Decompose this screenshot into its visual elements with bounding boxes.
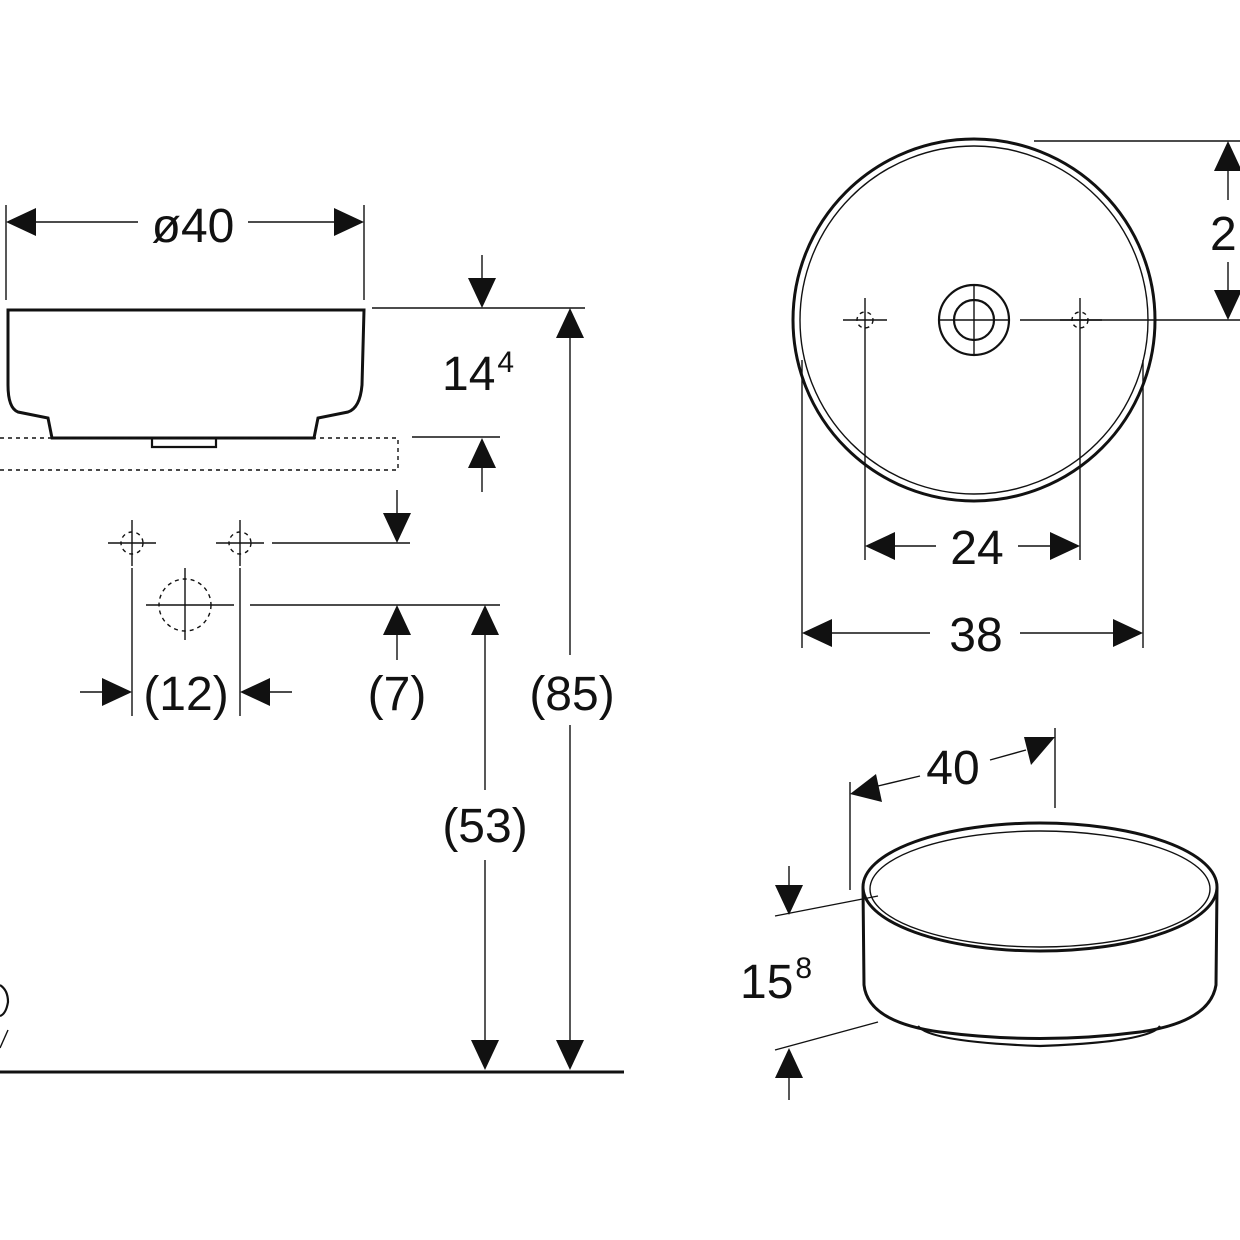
dim-tap-spacing: (12) (80, 568, 292, 721)
tap-offset-label: (7) (368, 668, 427, 721)
dim-top-hole-spacing: 24 (864, 342, 1081, 575)
iso-diameter-label: 40 (926, 742, 979, 795)
side-diameter-label: ø40 (152, 200, 235, 253)
dim-side-height: 144 (442, 255, 514, 492)
isometric-view (861, 821, 1219, 1048)
side-view (0, 205, 624, 1074)
top-width-label: 38 (949, 609, 1002, 662)
dim-iso-diameter: 40 (849, 728, 1056, 890)
top-hole-spacing-label: 24 (950, 522, 1003, 575)
waste-height-label: (53) (442, 800, 527, 853)
total-height-label: (85) (529, 668, 614, 721)
edge-fragment (0, 984, 10, 1049)
dim-side-diameter: ø40 (6, 200, 364, 253)
top-view (791, 137, 1240, 503)
dim-top-width: 38 (801, 360, 1144, 662)
iso-height-label: 158 (740, 952, 812, 1009)
dim-total-height: (85) (529, 308, 615, 1070)
top-depth-partial-label: 2 (1210, 208, 1237, 261)
dim-top-depth-partial: 2 (1210, 141, 1240, 320)
tap-hole-symbols (108, 520, 264, 640)
dim-iso-height: 158 (740, 866, 879, 1100)
dim-waste-height: (53) (442, 605, 528, 1070)
tap-spacing-label: (12) (143, 668, 228, 721)
dim-tap-offset: (7) (368, 490, 427, 721)
side-height-label: 144 (442, 346, 514, 401)
